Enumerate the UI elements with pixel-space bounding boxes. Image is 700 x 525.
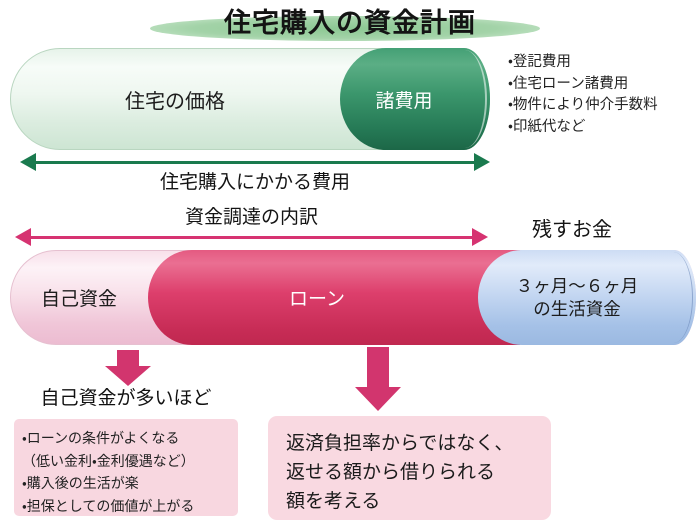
living-funds-segment: [478, 250, 696, 345]
house-price-label: 住宅の価格: [125, 90, 225, 113]
loan-note-line: 返せる額から借りられる: [286, 462, 496, 483]
arrow-shaft: [367, 347, 389, 387]
self-funds-point: ・ローンの条件がよくなる: [22, 430, 180, 446]
self-funds-label: 自己資金: [40, 289, 117, 310]
arrow-line: [29, 236, 474, 239]
total-cost-arrow: [20, 153, 490, 172]
fee-note-item: ・住宅ローン諸費用: [508, 75, 629, 92]
self-funds-point: ・購入後の生活が楽: [22, 475, 139, 491]
loan-label: ローン: [288, 289, 346, 310]
loan-note-line: 返済負担率からではなく、: [286, 433, 514, 454]
loan-segment: [148, 250, 520, 345]
loan-note-line: 額を考える: [286, 491, 381, 512]
self-funds-note-box: ・ローンの条件がよくなる （低い金利・金利優遇など） ・購入後の生活が楽 ・担保…: [14, 419, 238, 516]
arrow-right-head-icon: [472, 228, 488, 246]
arrow-head: [355, 387, 401, 411]
arrow-line: [34, 161, 476, 164]
fee-note-item: ・登記費用: [508, 54, 571, 70]
arrow-head: [105, 366, 151, 386]
total-cost-caption: 住宅購入にかかる費用: [159, 172, 350, 193]
purchase-cost-cylinder: 住宅の価格 諸費用: [10, 48, 490, 150]
page-title: 住宅購入の資金計画: [224, 8, 476, 38]
arrow-shaft: [117, 350, 139, 366]
living-funds-line2: の生活資金: [533, 298, 621, 319]
fee-note-item: ・印紙代など: [508, 118, 586, 135]
living-funds-line1: ３ヶ月～６ヶ月: [515, 275, 639, 296]
funding-sources-cylinder: 自己資金 ローン ３ヶ月～６ヶ月 の生活資金: [10, 250, 696, 345]
self-funds-note-heading: 自己資金が多いほど: [40, 388, 212, 409]
fees-label: 諸費用: [375, 90, 433, 112]
self-funds-point: ・担保としての価値が上がる: [22, 497, 195, 514]
arrow-right-head-icon: [474, 153, 490, 171]
self-funds-point: （低い金利・金利優遇など）: [22, 452, 195, 469]
fee-note-item: ・物件により仲介手数料: [508, 97, 658, 113]
reserve-money-caption: 残すお金: [532, 219, 612, 241]
living-funds-label: ３ヶ月～６ヶ月 の生活資金: [478, 250, 676, 345]
loan-down-arrow-icon: [355, 347, 401, 411]
title-ellipse: [150, 16, 540, 41]
self-funds-down-arrow-icon: [105, 350, 151, 386]
funding-breakdown-arrow: [15, 228, 488, 247]
fees-segment: [340, 48, 490, 150]
fee-notes-list: ・登記費用 ・住宅ローン諸費用 ・物件により仲介手数料 ・印紙代など: [508, 52, 658, 138]
arrow-left-head-icon: [20, 153, 36, 171]
loan-note-box: 返済負担率からではなく、 返せる額から借りられる 額を考える: [268, 416, 551, 520]
funding-breakdown-caption: 資金調達の内訳: [184, 207, 318, 228]
arrow-left-head-icon: [15, 228, 31, 246]
